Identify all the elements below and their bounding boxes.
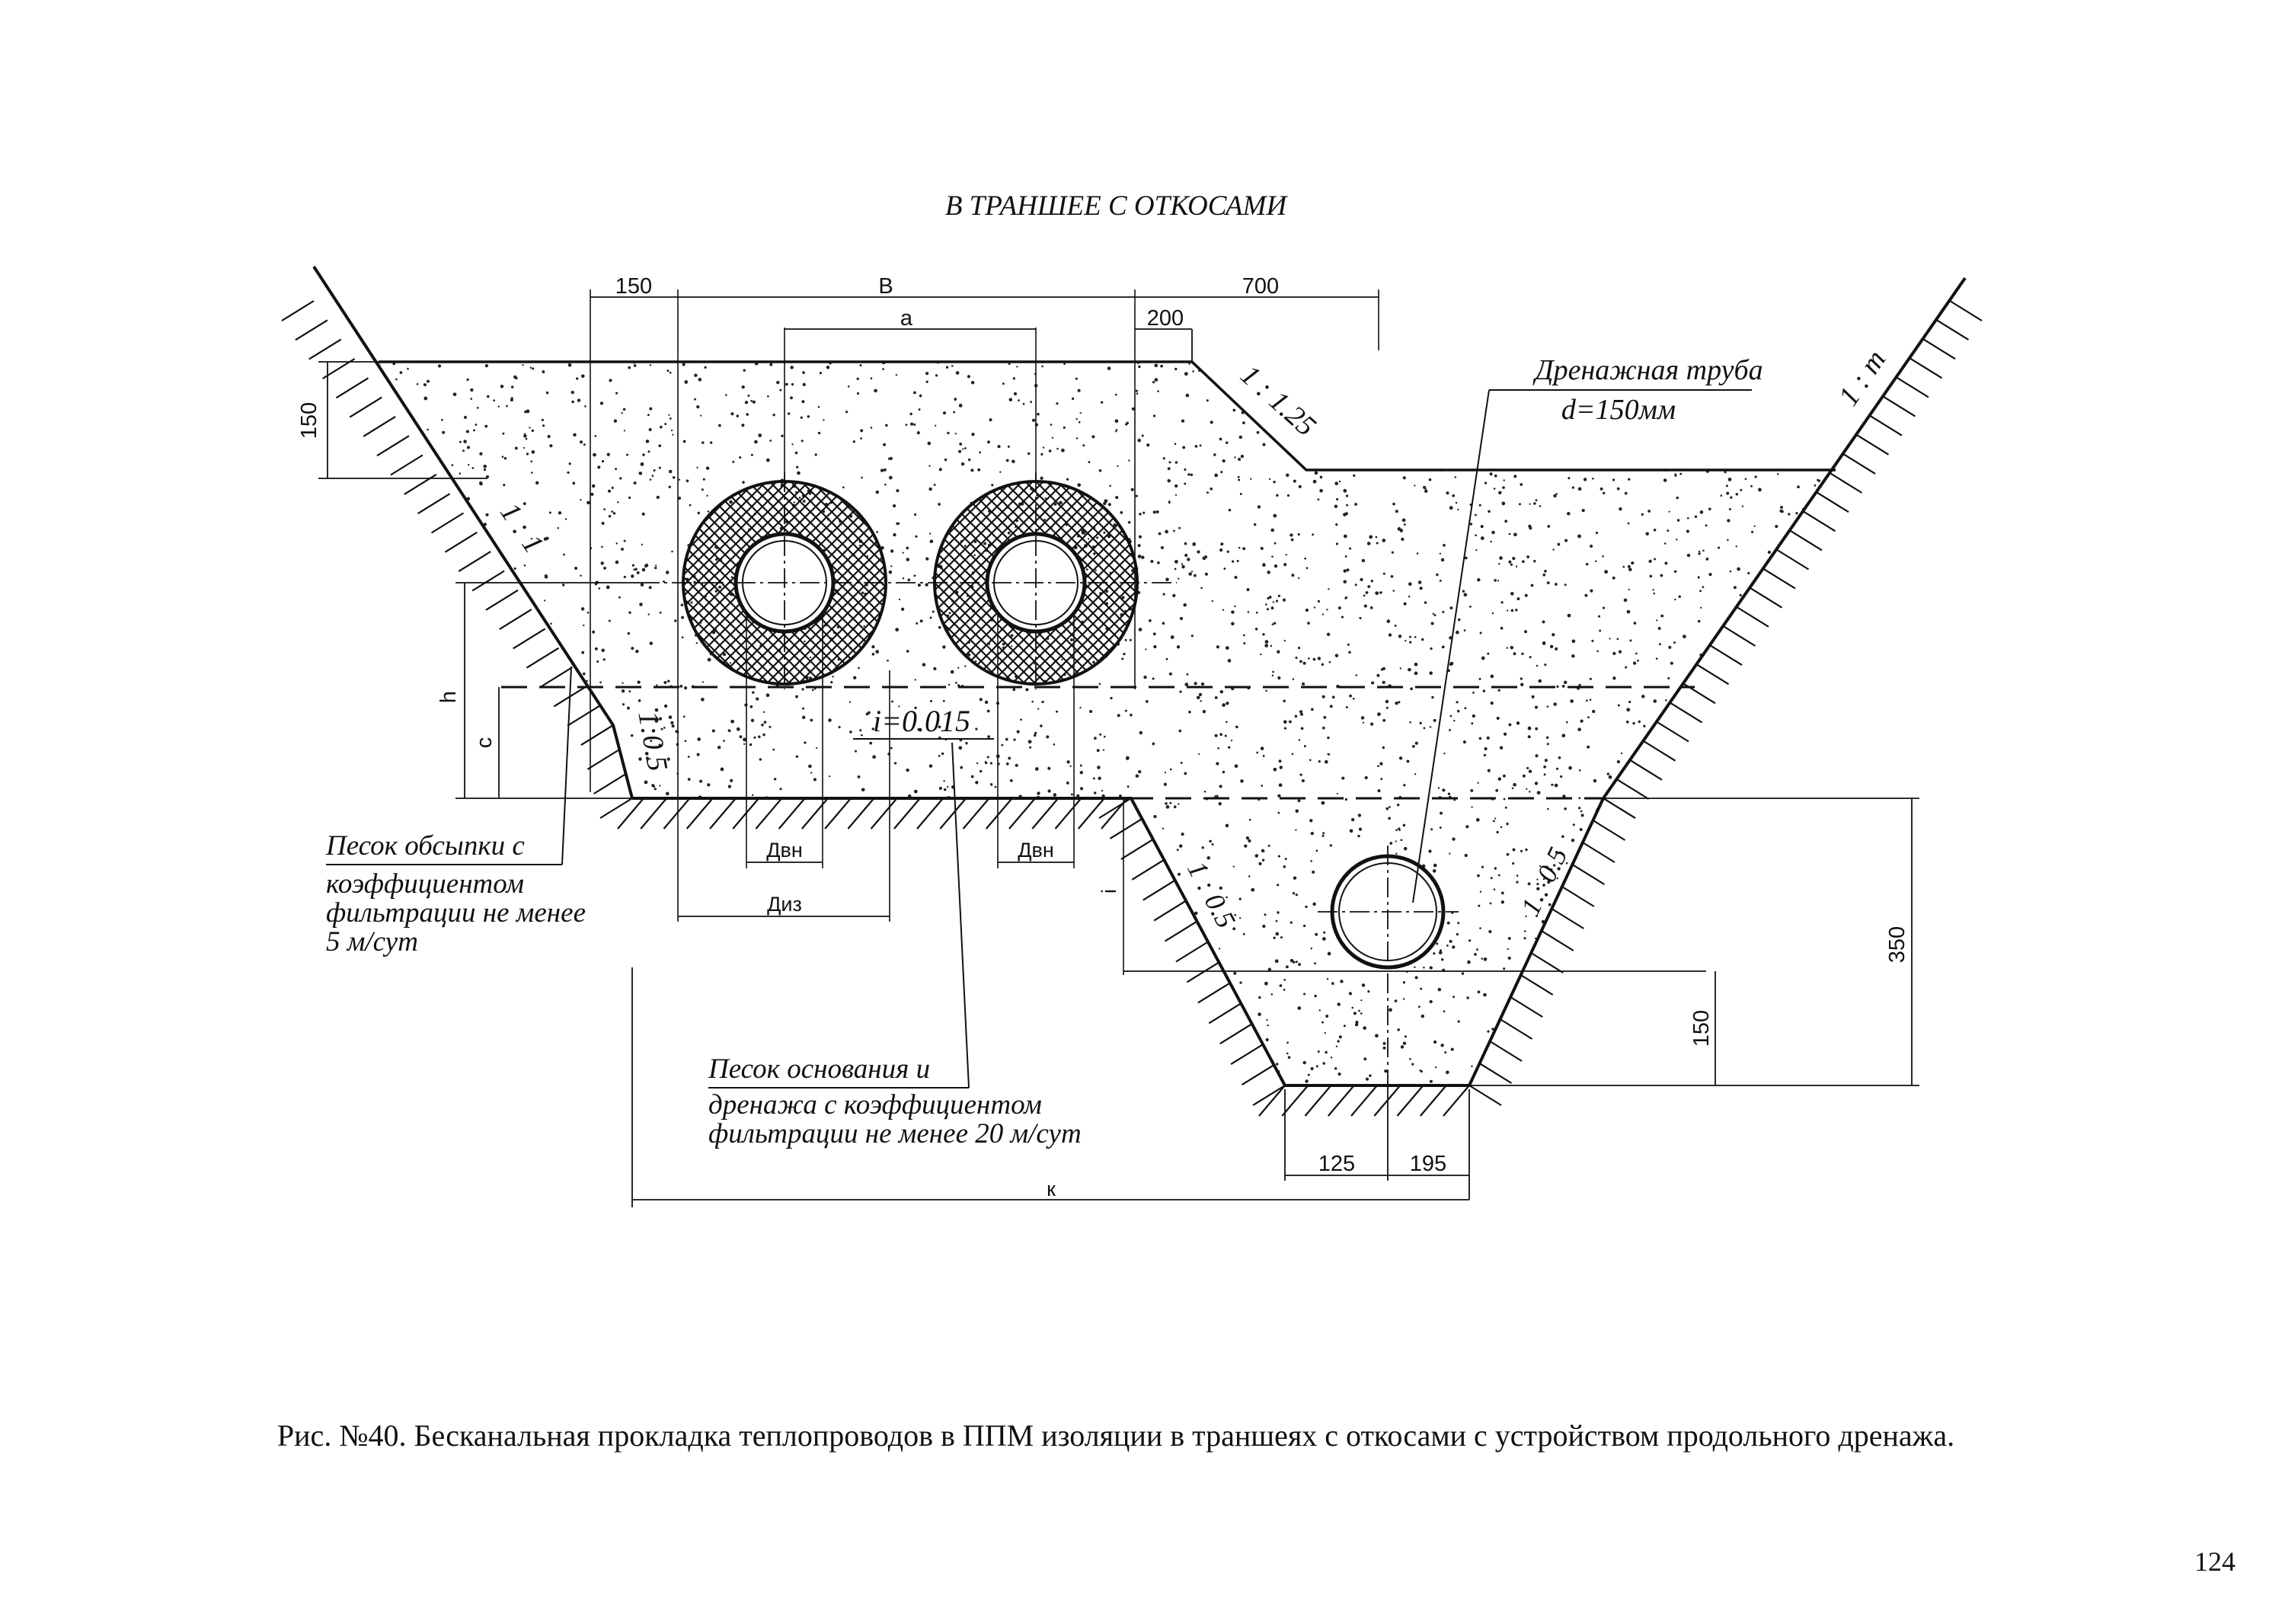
dim-350: 350 — [1885, 926, 1909, 963]
backfill-label-line1: Песок обсыпки с — [325, 830, 525, 862]
drain-pipe-label: Дренажная труба d=150мм — [1412, 354, 1763, 903]
slope-right-top: 1 : m — [1833, 344, 1892, 411]
drain-pipe-label-line1: Дренажная труба — [1532, 354, 1762, 386]
backfill-sand-label: Песок обсыпки с коэффициентом фильтрации… — [325, 666, 586, 957]
figure-caption: Рис. №40. Бесканальная прокладка теплопр… — [277, 1418, 1954, 1453]
drawing-title: В ТРАНШЕЕ С ОТКОСАМИ — [945, 190, 1289, 222]
dim-125: 125 — [1318, 1152, 1355, 1176]
ground-hatching — [281, 300, 1983, 1117]
pipe-dimensions — [678, 862, 1074, 917]
dim-195: 195 — [1410, 1152, 1446, 1176]
dim-dvn-right: Двн — [1018, 839, 1054, 862]
base-sand-label: Песок основания и дренажа с коэффициенто… — [708, 742, 1082, 1149]
dim-b: B — [878, 274, 893, 299]
centre-lines — [640, 472, 1459, 1089]
dim-150-left: 150 — [297, 402, 321, 439]
dim-a: a — [900, 306, 913, 331]
dim-c: c — [472, 737, 497, 749]
dim-h: h — [436, 691, 461, 703]
backfill-label-line4: 5 м/сут — [326, 926, 418, 957]
drain-pipe-label-line2: d=150мм — [1561, 394, 1676, 426]
dim-i-mark: i — [1098, 889, 1120, 894]
guide-lines — [590, 289, 1379, 975]
base-label-line2: дренажа с коэффициентом — [708, 1089, 1042, 1120]
dim-200: 200 — [1147, 306, 1184, 331]
drain-dimensions — [631, 798, 1919, 1207]
dim-dvn-left: Двн — [766, 839, 803, 862]
dim-150-top: 150 — [615, 274, 652, 299]
base-label-line3: фильтрации не менее 20 м/сут — [708, 1118, 1082, 1149]
backfill-label-line3: фильтрации не менее — [326, 897, 586, 929]
dim-150-right: 150 — [1689, 1010, 1714, 1047]
dim-700: 700 — [1242, 274, 1279, 299]
backfill-label-line2: коэффициентом — [326, 868, 524, 900]
level-lines — [501, 686, 1695, 800]
base-label-line1: Песок основания и — [708, 1053, 930, 1085]
dim-diz: Диз — [767, 893, 802, 916]
dim-k: к — [1047, 1178, 1056, 1200]
left-dimensions — [318, 361, 640, 799]
page-number: 124 — [2194, 1546, 2235, 1577]
slope-gradient: i=0.015 — [873, 704, 970, 738]
top-dimensions — [590, 296, 1379, 362]
sand-backfill — [379, 362, 1836, 1085]
